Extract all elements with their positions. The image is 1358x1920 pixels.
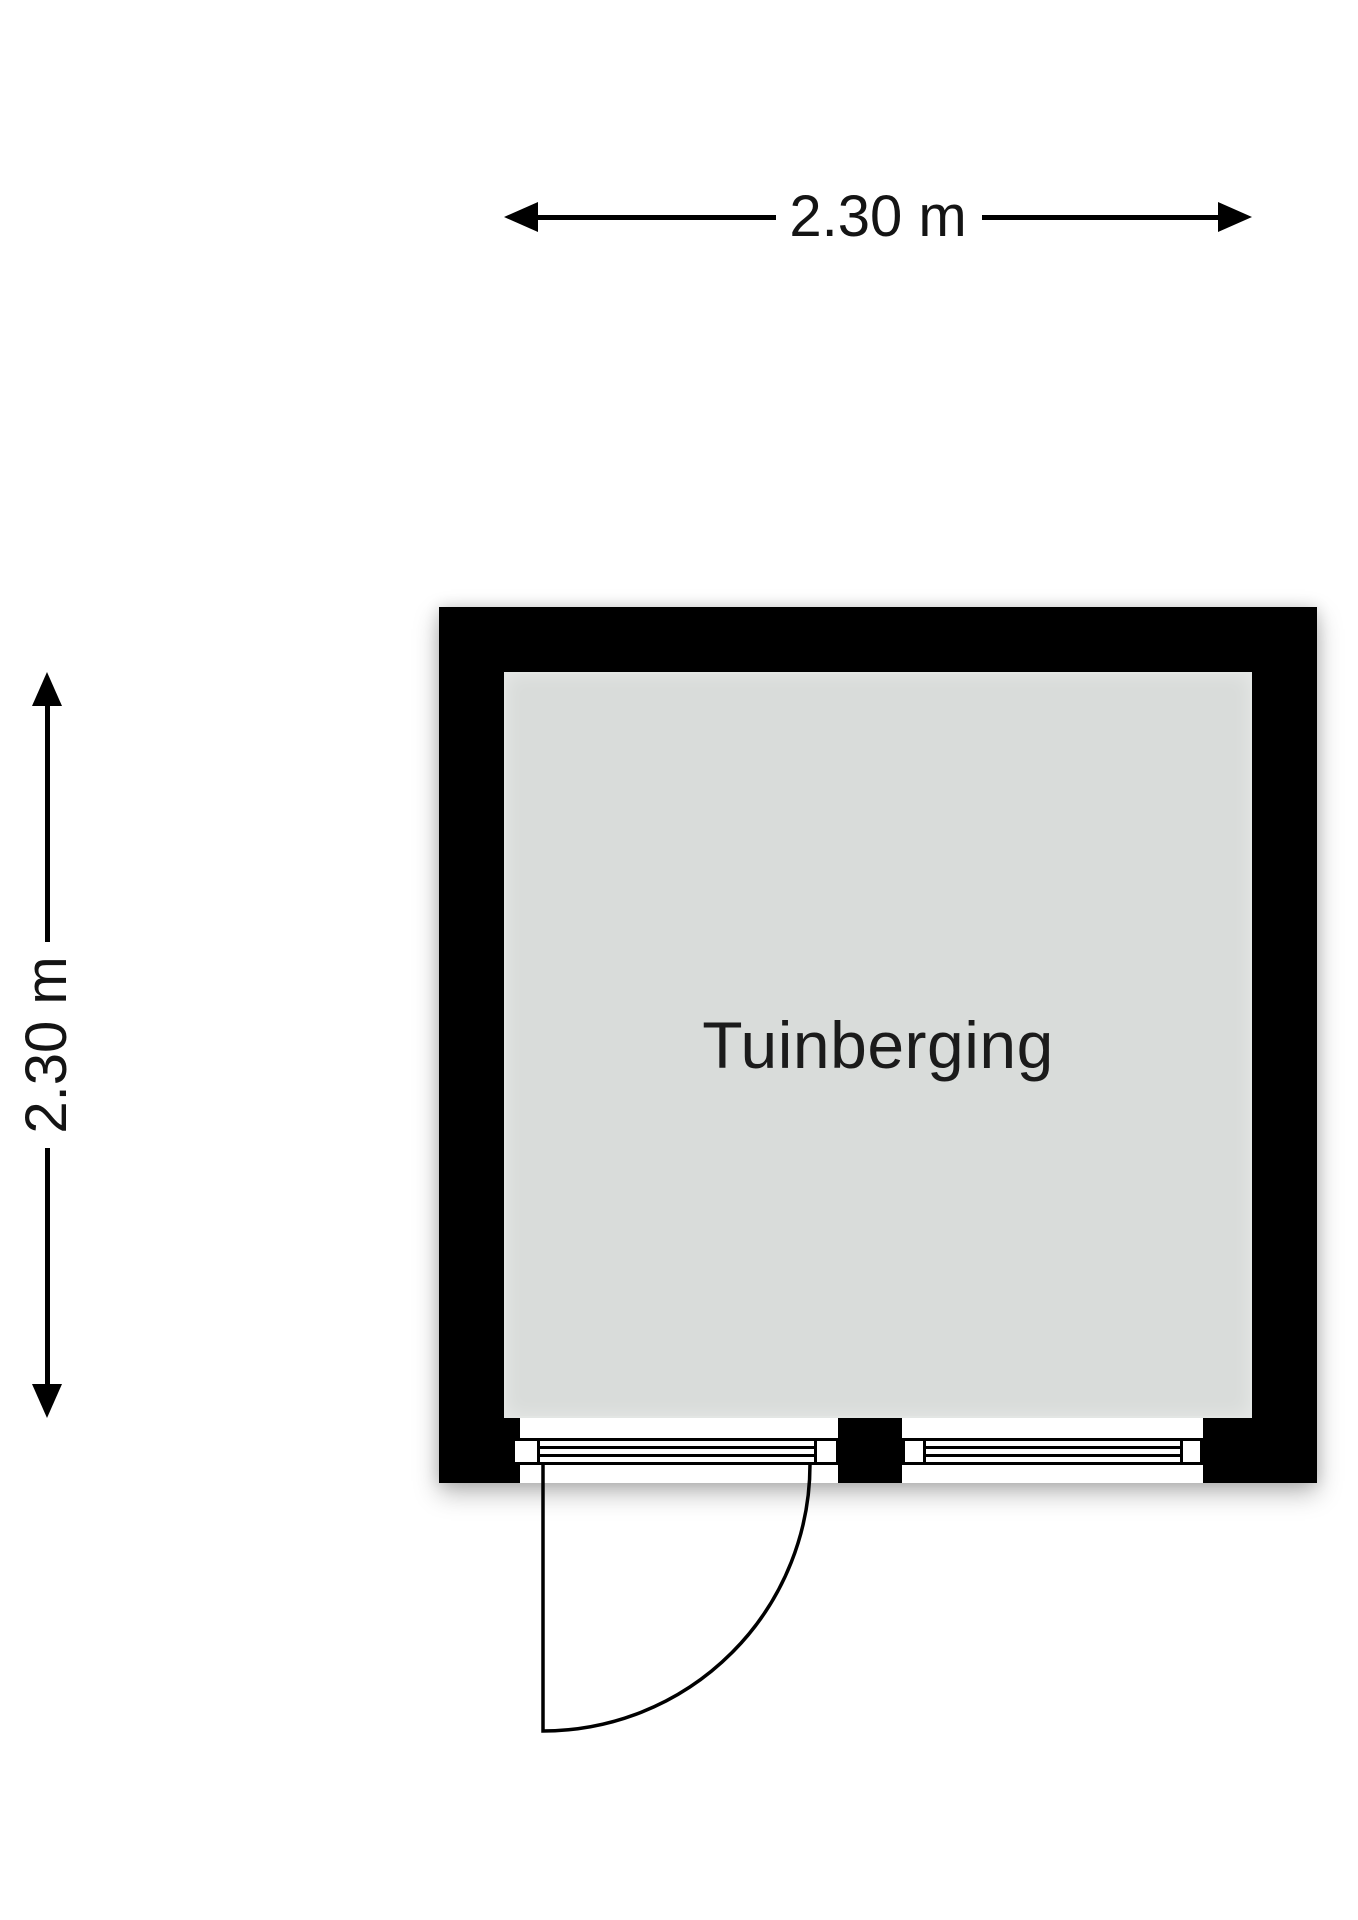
wall-top <box>439 607 1317 672</box>
wall-corner-bottom-left <box>439 1418 520 1483</box>
height-dimension-line-top <box>45 704 50 942</box>
wall-right <box>1252 607 1317 1483</box>
window-glass <box>924 1438 1182 1465</box>
shed-floor: Tuinberging <box>504 672 1252 1418</box>
door-frame-right <box>814 1438 839 1465</box>
window-frame-right <box>1180 1438 1203 1465</box>
door-frame-left <box>512 1438 540 1465</box>
width-dimension-line-right <box>982 215 1218 220</box>
height-dimension-line-bottom <box>45 1148 50 1384</box>
wall-post-bottom <box>838 1418 902 1483</box>
shed-plan: Tuinberging <box>439 607 1317 1483</box>
width-dimension-label: 2.30 m <box>789 184 967 249</box>
wall-corner-bottom-right <box>1203 1418 1317 1483</box>
window-frame-left <box>902 1438 926 1465</box>
width-dimension-line-left <box>536 215 776 220</box>
width-arrowhead-left-icon <box>504 202 538 232</box>
door-threshold <box>538 1438 816 1465</box>
width-arrowhead-right-icon <box>1218 202 1252 232</box>
wall-left <box>439 607 504 1483</box>
room-label: Tuinberging <box>702 1008 1054 1082</box>
height-arrowhead-top-icon <box>32 672 62 706</box>
height-arrowhead-bottom-icon <box>32 1384 62 1418</box>
